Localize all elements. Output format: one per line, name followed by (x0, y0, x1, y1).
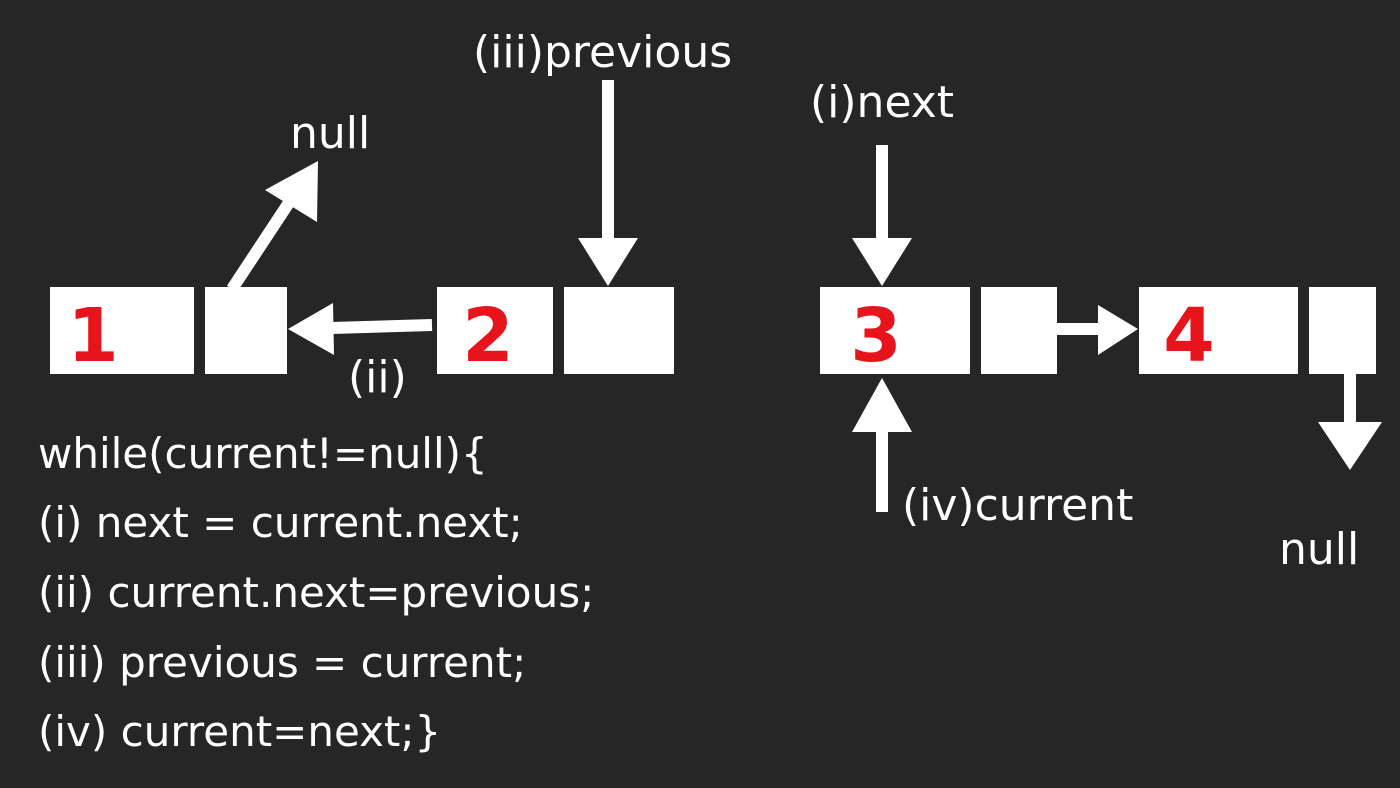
node-3-value: 3 (850, 293, 902, 379)
node-3-pointer-cell (981, 287, 1057, 374)
code-line-5: (iv) current=next;} (38, 707, 441, 756)
arrow-current-to-node3 (852, 378, 912, 512)
arrow-node1-to-null (226, 161, 318, 293)
label-null-bottom: null (1279, 524, 1359, 575)
node-1-value-cell (50, 287, 194, 374)
arrow-node3-to-node4 (1057, 305, 1138, 355)
label-current: (iv)current (902, 480, 1133, 531)
label-step-ii: (ii) (348, 352, 407, 403)
node-3: 3 (820, 287, 1057, 379)
node-2-value-cell (437, 287, 553, 374)
node-2-pointer-cell (564, 287, 674, 374)
code-line-1: while(current!=null){ (38, 429, 488, 478)
label-previous: (iii)previous (473, 27, 732, 78)
node-1: 1 (50, 287, 287, 379)
node-4-value-cell (1139, 287, 1298, 374)
code-line-3: (ii) current.next=previous; (38, 568, 594, 617)
code-block: while(current!=null){ (i) next = current… (38, 429, 594, 756)
node-4-value: 4 (1163, 293, 1215, 379)
node-2-value: 2 (462, 293, 514, 379)
node-2: 2 (437, 287, 674, 379)
node-4: 4 (1139, 287, 1376, 379)
node-4-pointer-cell (1309, 287, 1376, 374)
arrow-node4-to-null (1318, 374, 1382, 470)
arrow-previous-to-node2 (578, 80, 638, 286)
code-line-2: (i) next = current.next; (38, 498, 523, 547)
node-3-value-cell (820, 287, 970, 374)
code-line-4: (iii) previous = current; (38, 638, 526, 687)
label-null-top: null (290, 108, 370, 159)
arrow-node2-to-node1 (288, 303, 433, 355)
label-next: (i)next (810, 77, 954, 128)
node-1-value: 1 (67, 293, 119, 379)
arrow-next-to-node3 (852, 145, 912, 286)
node-1-pointer-cell (205, 287, 287, 374)
